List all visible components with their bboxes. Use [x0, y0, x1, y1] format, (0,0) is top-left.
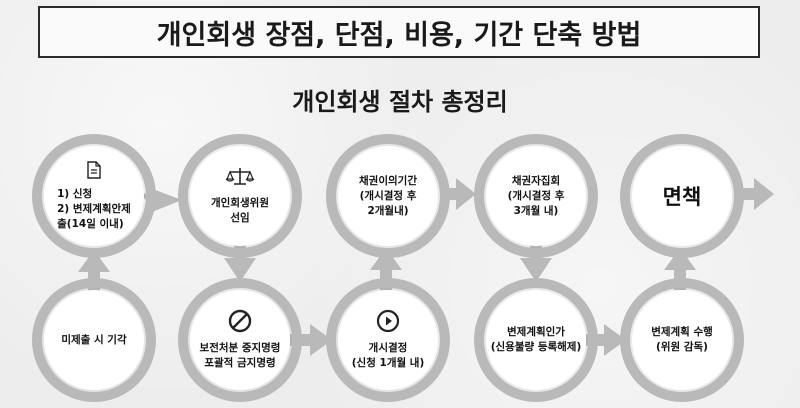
arrow-s2-to-s7 [224, 240, 256, 282]
step-plan-execution: 변제계획 수행 (위원 감독) [632, 290, 732, 390]
arrow-s8-to-s3 [370, 248, 402, 290]
step-dismissal-label: 미제출 시 기각 [61, 333, 127, 346]
step-plan-approval: 변제계획인가 (신용불량 등록해제) [486, 290, 586, 390]
step-plan-execution-label: 변제계획 수행 (위원 감독) [651, 326, 713, 353]
ring-s4 [474, 134, 598, 258]
ring-s9 [474, 278, 598, 402]
play-icon [376, 309, 400, 337]
ring-s3 [326, 134, 450, 258]
page-title: 개인회생 장점, 단점, 비용, 기간 단축 방법 [38, 6, 760, 58]
document-icon [87, 160, 101, 183]
arrow-s3-to-s4 [440, 178, 476, 210]
ring-s2 [178, 134, 302, 258]
arrow-s4-to-s9 [520, 240, 552, 282]
ring-s5 [620, 134, 744, 258]
arrow-s7-to-s8 [290, 324, 332, 356]
step-claim-objection-period-label: 채권이의기간 (개시결정 후 2개월내) [359, 174, 417, 217]
justice-scale-icon [225, 166, 255, 192]
diagram-subtitle: 개인회생 절차 총정리 [292, 88, 508, 116]
ring-s10 [620, 278, 744, 402]
step-commencement-decision: 개시결정 (신청 1개월 내) [338, 290, 438, 390]
arrow-s9-to-s10 [586, 324, 626, 356]
step-creditors-meeting-label: 채권자집회 (개시결정 후 3개월 내) [507, 174, 565, 217]
arrow-s5-exit [736, 178, 774, 210]
step-dismissal: 미제출 시 기각 [44, 290, 144, 390]
step-plan-approval-label: 변제계획인가 (신용불량 등록해제) [490, 326, 582, 353]
arrow-s6-to-s1 [78, 250, 110, 292]
ring-s8 [326, 278, 450, 402]
ring-s1 [32, 134, 156, 258]
ring-s7 [178, 278, 302, 402]
ring-s6 [32, 278, 156, 402]
step-preservation-order: 보전처분 중지명령 포괄적 금지명령 [190, 290, 290, 390]
step-preservation-order-label: 보전처분 중지명령 포괄적 금지명령 [199, 342, 281, 369]
step-claim-objection-period: 채권이의기간 (개시결정 후 2개월내) [338, 146, 438, 246]
arrow-s1-to-s2 [96, 184, 182, 212]
step-application: 1) 신청 2) 변제계획안제 출(14일 이내) [44, 146, 144, 246]
step-commencement-decision-label: 개시결정 (신청 1개월 내) [351, 342, 425, 369]
step-creditors-meeting: 채권자집회 (개시결정 후 3개월 내) [486, 146, 586, 246]
step-discharge: 면책 [632, 146, 732, 246]
step-application-label: 1) 신청 2) 변제계획안제 출(14일 이내) [57, 187, 131, 230]
step-commissioner-appointment-label: 개인회생위원 선임 [211, 197, 269, 224]
step-discharge-label: 면책 [662, 185, 702, 209]
arrow-s10-to-s5 [664, 248, 696, 290]
prohibited-icon [228, 309, 252, 337]
step-commissioner-appointment: 개인회생위원 선임 [190, 146, 290, 246]
